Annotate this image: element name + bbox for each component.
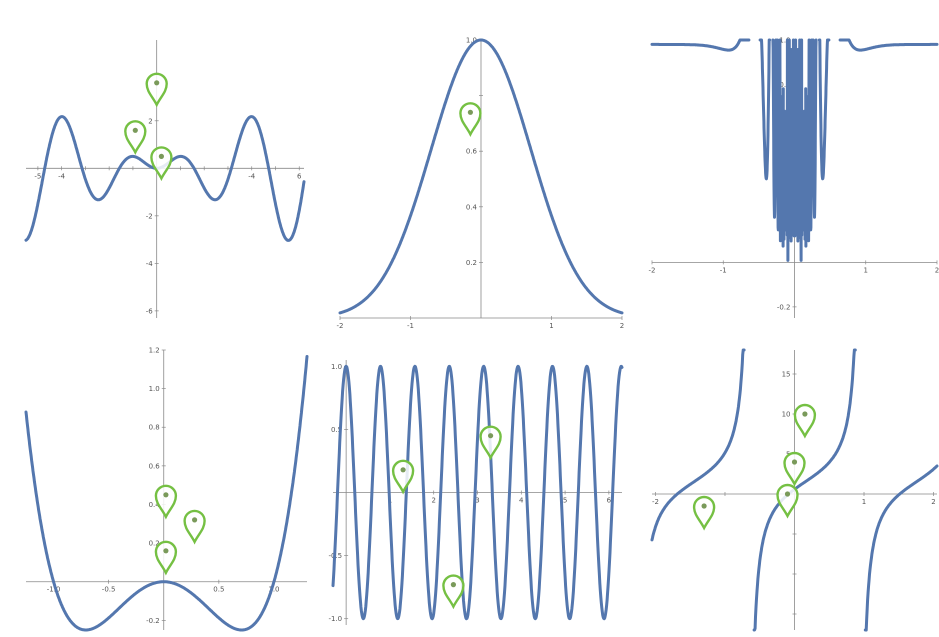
x-tick-label: 3 (475, 497, 479, 505)
y-tick-label: 10 (782, 411, 791, 419)
y-tick-label: -4 (146, 260, 154, 268)
x-tick-label: 1 (862, 498, 866, 506)
x-tick-label: -1.0 (47, 586, 61, 594)
chart-panel-6: -21251015 (650, 348, 939, 632)
x-tick-label: 2 (935, 266, 939, 274)
x-tick-label: -2 (652, 498, 659, 506)
map-pin-icon[interactable] (150, 146, 173, 182)
y-tick-label: 1.0 (149, 385, 160, 393)
map-pin-icon[interactable] (154, 484, 178, 520)
y-tick-label: 1.0 (466, 37, 477, 45)
x-tick-label: 5 (563, 497, 567, 505)
y-tick-label: 0.2 (149, 540, 160, 548)
map-pin-icon[interactable] (145, 72, 168, 108)
x-tick-label: 1 (864, 266, 868, 274)
y-tick-label: -0.2 (777, 303, 791, 311)
map-pin-icon[interactable] (124, 120, 147, 155)
y-tick-label: 1.0 (331, 363, 342, 371)
y-tick-label: 0.8 (779, 81, 790, 89)
x-tick-label: -2 (337, 322, 344, 330)
x-tick-label: -1 (407, 322, 414, 330)
y-tick-label: -0.2 (146, 617, 160, 625)
y-tick-label: 1.2 (149, 347, 160, 355)
y-tick-label: 0.6 (149, 462, 161, 470)
y-tick-label: -2 (146, 212, 153, 220)
chart-panel-2: -2 -1 1 2 0.2 0.4 0.6 1.0 (337, 37, 625, 331)
function-curve (650, 348, 939, 632)
x-tick-label: 2 (431, 497, 435, 505)
x-tick-label: 6 (297, 172, 302, 180)
y-tick-label: 15 (782, 371, 791, 379)
y-tick-label: 2 (148, 117, 152, 125)
x-tick-label: -5 (34, 172, 41, 180)
function-curve (24, 355, 309, 632)
x-tick-label: -2 (649, 266, 656, 274)
y-tick-label: -6 (146, 307, 154, 315)
function-curve (24, 115, 306, 242)
x-tick-label: 2 (931, 498, 935, 506)
x-tick-label: -4 (248, 172, 256, 180)
chart-panel-4: -1.0 -0.5 0.5 1.0 -0.2 0.2 0.4 0.6 0.8 1.0 1.2 (24, 347, 309, 632)
function-curve (338, 38, 624, 315)
function-curve (331, 364, 624, 621)
map-pin-icon[interactable] (783, 451, 806, 487)
map-pin-icon[interactable] (442, 574, 465, 610)
x-tick-label: -4 (58, 172, 66, 180)
map-pin-icon[interactable] (459, 102, 482, 137)
map-pin-icon[interactable] (183, 509, 206, 545)
map-pin-icon[interactable] (479, 425, 502, 461)
y-tick-label: 0.2 (466, 259, 477, 267)
function-curve (650, 38, 939, 262)
x-tick-label: 1.0 (268, 586, 279, 594)
y-tick-label: 0.6 (466, 148, 478, 156)
map-pin-icon[interactable] (776, 483, 799, 519)
y-tick-label: 0.4 (466, 203, 478, 211)
x-tick-label: -1 (720, 266, 727, 274)
x-tick-label: 1 (549, 322, 553, 330)
chart-panel-1: -5 -4 -4 6 -6 -4 -2 2 (24, 40, 306, 318)
map-pin-icon[interactable] (154, 540, 178, 576)
x-tick-label: 2 (620, 322, 624, 330)
x-tick-label: 4 (519, 497, 524, 505)
x-tick-label: 0.5 (213, 586, 224, 594)
x-tick-label: 6 (607, 497, 612, 505)
y-tick-label: 0.8 (149, 424, 160, 432)
map-pin-icon[interactable] (793, 403, 817, 439)
y-tick-label: 0.5 (331, 426, 342, 434)
y-tick-label: -1.0 (328, 615, 342, 623)
x-tick-label: -0.5 (102, 586, 116, 594)
map-pin-icon[interactable] (391, 459, 415, 495)
map-pin-icon[interactable] (692, 495, 716, 531)
y-tick-label: 0.4 (149, 501, 161, 509)
y-tick-label: 1.0 (779, 37, 790, 45)
